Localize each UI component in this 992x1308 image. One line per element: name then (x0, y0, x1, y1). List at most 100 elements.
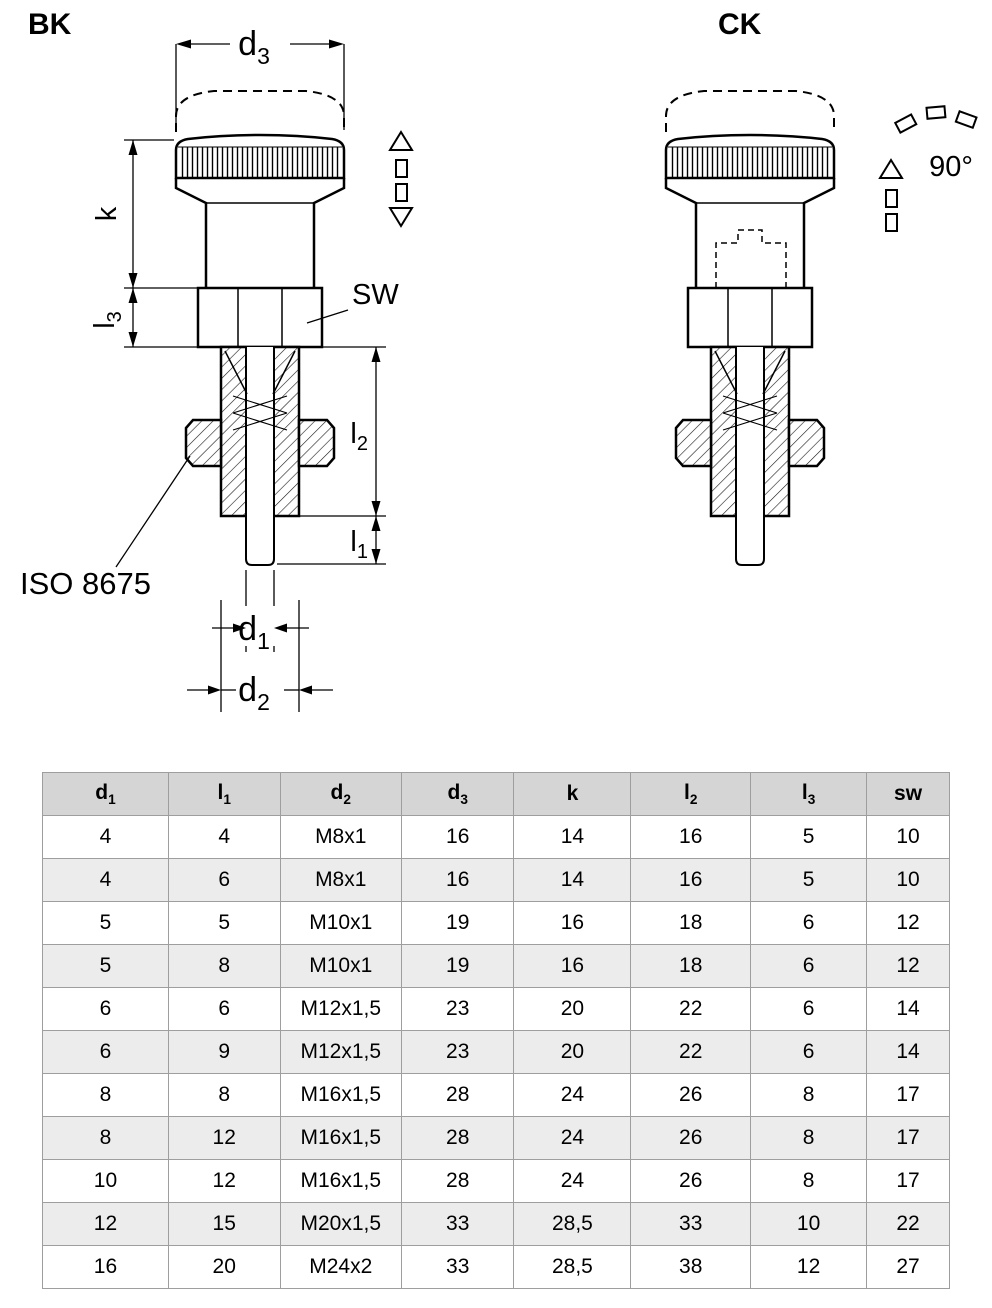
arrow-up-icon (388, 130, 414, 151)
iso-label: ISO 8675 (20, 566, 151, 601)
table-cell: 18 (630, 901, 752, 945)
table-cell: M12x1,5 (279, 1030, 402, 1074)
rotation-segment-icon (954, 110, 978, 130)
column-header: l3 (750, 772, 868, 816)
table-cell: 4 (42, 858, 169, 902)
angle-label: 90° (929, 151, 973, 183)
table-cell: 22 (866, 1202, 950, 1246)
table-cell: 26 (630, 1073, 752, 1117)
column-header: l1 (167, 772, 281, 816)
bk-plunger-drawing (174, 89, 346, 567)
bk-title: BK (28, 8, 72, 41)
table-cell: 10 (750, 1202, 868, 1246)
dim-label-d3: d3 (238, 25, 270, 69)
table-cell: 8 (167, 944, 281, 988)
column-header: sw (866, 772, 950, 816)
table-cell: 38 (630, 1245, 752, 1289)
dim-label-d1: d1 (238, 610, 270, 654)
table-cell: 10 (42, 1159, 169, 1203)
table-cell: 8 (42, 1116, 169, 1160)
table-cell: 16 (630, 858, 752, 902)
table-cell: 8 (750, 1159, 868, 1203)
table-cell: 16 (400, 815, 515, 859)
table-cell: M12x1,5 (279, 987, 402, 1031)
table-cell: 6 (167, 858, 281, 902)
table-cell: 23 (400, 987, 515, 1031)
table-cell: 16 (400, 858, 515, 902)
table-cell: 8 (750, 1073, 868, 1117)
table-cell: 14 (866, 1030, 950, 1074)
ck-cam-slot (715, 229, 787, 288)
dim-label-l3: l3 (89, 311, 126, 329)
dim-label-sw: SW (352, 279, 399, 311)
detent-position-icon (395, 183, 408, 202)
table-cell: 6 (750, 1030, 868, 1074)
table-cell: 9 (167, 1030, 281, 1074)
dim-label-l2: l2 (350, 418, 368, 455)
table-cell: 26 (630, 1116, 752, 1160)
table-cell: 17 (866, 1116, 950, 1160)
table-cell: 27 (866, 1245, 950, 1289)
table-cell: 14 (866, 987, 950, 1031)
detent-position-icon (885, 213, 898, 232)
table-cell: M10x1 (279, 944, 402, 988)
table-cell: 28 (400, 1159, 515, 1203)
table-cell: 6 (42, 987, 169, 1031)
detent-position-icon (885, 189, 898, 208)
table-cell: 33 (400, 1202, 515, 1246)
table-cell: 16 (630, 815, 752, 859)
table-cell: 19 (400, 944, 515, 988)
table-cell: 5 (42, 901, 169, 945)
table-cell: 15 (167, 1202, 281, 1246)
table-cell: M20x1,5 (279, 1202, 402, 1246)
table-cell: 18 (630, 944, 752, 988)
table-cell: 4 (167, 815, 281, 859)
technical-drawing: BK d3 k l3 (20, 8, 978, 715)
table-cell: 22 (630, 987, 752, 1031)
ck-plunger-drawing (664, 89, 836, 567)
table-cell: 12 (167, 1116, 281, 1160)
bk-dimension-l1: l1 (277, 516, 386, 565)
column-header: d2 (279, 772, 402, 816)
table-cell: M16x1,5 (279, 1073, 402, 1117)
table-cell: 5 (750, 858, 868, 902)
table-cell: M10x1 (279, 901, 402, 945)
dim-label-d2: d2 (238, 671, 270, 715)
table-cell: 20 (513, 987, 632, 1031)
table-cell: 24 (513, 1073, 632, 1117)
arrow-down-icon (388, 207, 414, 228)
table-cell: M8x1 (279, 815, 402, 859)
dim-label-k: k (91, 206, 123, 221)
bk-callout-sw: SW (306, 279, 399, 324)
table-cell: 6 (750, 944, 868, 988)
rotation-segment-icon (893, 113, 918, 134)
table-cell: 26 (630, 1159, 752, 1203)
table-cell: 8 (42, 1073, 169, 1117)
bk-dimension-l2: l2 (277, 346, 386, 517)
table-cell: 28 (400, 1116, 515, 1160)
table-cell: M24x2 (279, 1245, 402, 1289)
table-cell: 12 (167, 1159, 281, 1203)
detent-position-icon (395, 159, 408, 178)
table-cell: 10 (866, 858, 950, 902)
rotation-segment-icon (925, 105, 947, 120)
table-cell: 8 (750, 1116, 868, 1160)
table-cell: 33 (630, 1202, 752, 1246)
bk-pull-push-indicator (388, 130, 414, 228)
table-cell: 4 (42, 815, 169, 859)
bk-callout-iso: ISO 8675 (20, 455, 191, 601)
table-cell: 12 (866, 944, 950, 988)
table-cell: 28,5 (513, 1202, 632, 1246)
table-cell: 28,5 (513, 1245, 632, 1289)
ck-title: CK (718, 8, 762, 41)
